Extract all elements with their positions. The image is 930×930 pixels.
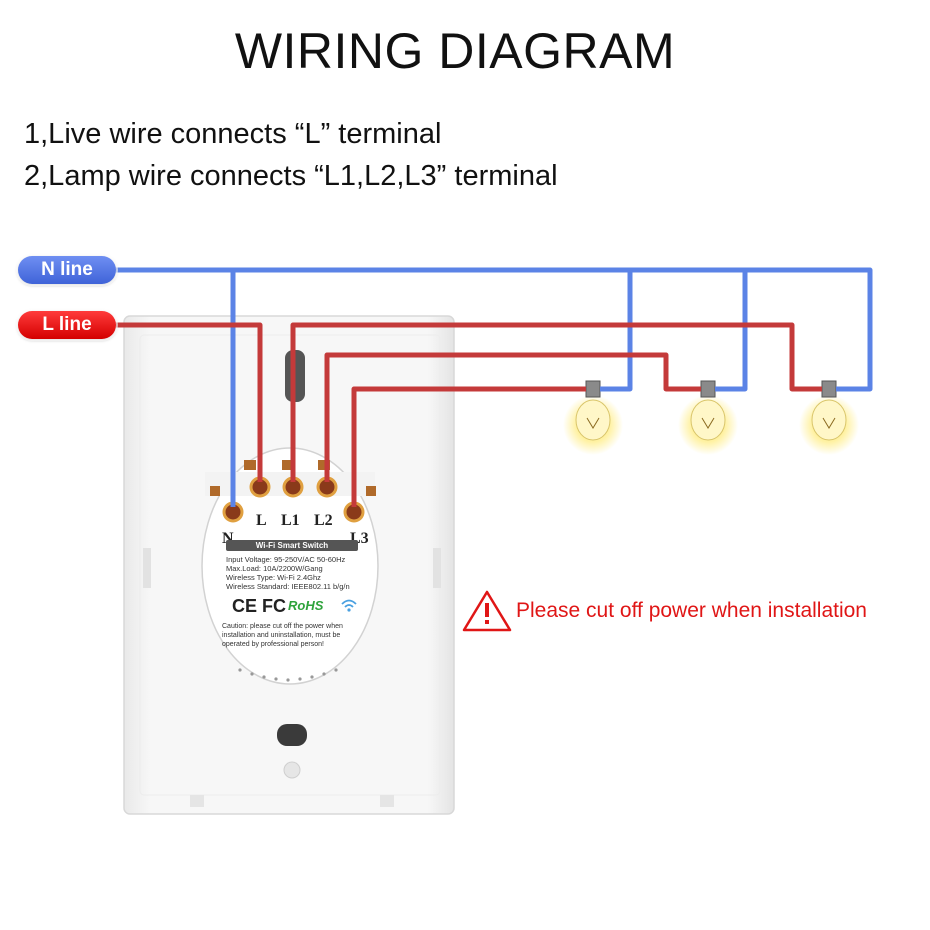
module-spec-1: Input Voltage: 95-250V/AC 50-60Hz (226, 555, 346, 564)
lamp-3 (799, 380, 859, 455)
l-line-badge: L line (18, 311, 116, 339)
terminal-label-l: L (256, 512, 267, 529)
page-title: WIRING DIAGRAM (234, 23, 676, 79)
lamp-1 (563, 380, 623, 455)
terminal-label-n: N (222, 530, 234, 547)
n-main-wire (116, 267, 873, 392)
module-name: Wi-Fi Smart Switch (226, 540, 358, 551)
terminal-label-l1: L1 (281, 512, 300, 529)
neutral-wires (116, 267, 873, 507)
l-main-wire (116, 322, 263, 482)
module-caution-1: Caution: please cut off the power when (222, 623, 343, 630)
module-spec-4: Wireless Standard: IEEE802.11 b/g/n (226, 582, 350, 591)
module-caution-2: installation and uninstallation, must be (222, 632, 341, 639)
wifi-icon (340, 598, 358, 612)
instruction-1: 1,Live wire connects “L” terminal (24, 118, 442, 150)
module-caution-3: operated by professional person! (222, 641, 324, 648)
l1-lamp1-wire (290, 322, 822, 482)
terminal-label-l2: L2 (314, 512, 333, 529)
n-lamp1-wire (600, 270, 633, 392)
n-lamp2-wire (715, 270, 748, 392)
warning-icon (462, 590, 512, 632)
l3-lamp3-wire (351, 386, 586, 507)
module-spec-3: Wireless Type: Wi-Fi 2.4Ghz (226, 573, 321, 582)
n-line-badge: N line (18, 256, 116, 284)
live-wires (116, 322, 822, 507)
rohs-mark: RoHS (288, 598, 324, 613)
lamp-2 (678, 380, 738, 455)
instruction-2: 2,Lamp wire connects “L1,L2,L3” terminal (24, 160, 558, 192)
terminal-screws (222, 476, 365, 523)
l2-lamp2-wire (324, 352, 701, 482)
module-spec-2: Max.Load: 10A/2200W/Gang (226, 564, 323, 573)
certification-marks: CE FC (232, 596, 286, 616)
warning-text: Please cut off power when installation (516, 599, 867, 622)
